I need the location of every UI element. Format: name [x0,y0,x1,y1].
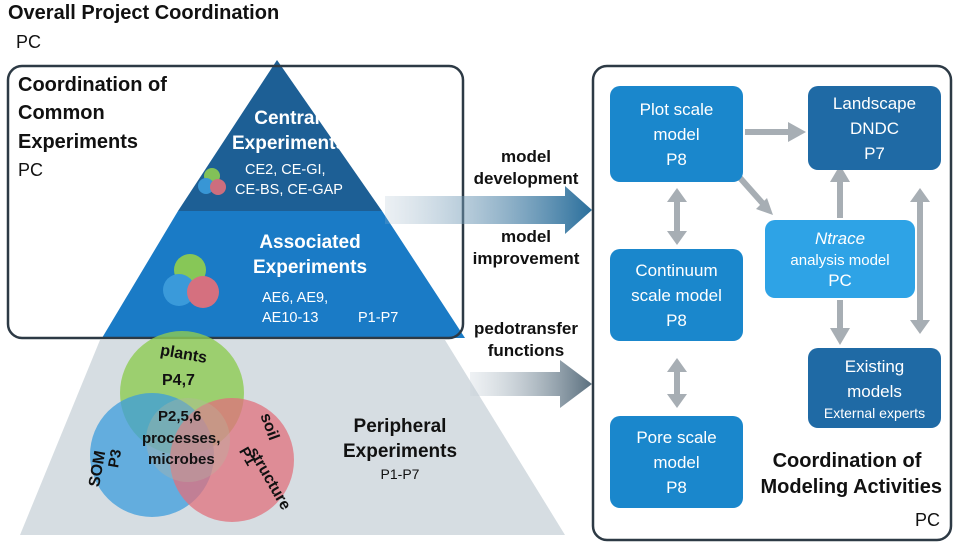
coordination-common-line2: Common [18,102,105,124]
associated-title2: Experiments [252,257,368,278]
venn-som-projects: P3 [105,447,126,470]
coordination-common-line1: Coordination of [18,74,167,96]
page-title-sub: PC [16,32,42,52]
small-venn-icon-associated [163,254,219,308]
associated-list: AE6, AE9, AE10-13 [262,288,328,328]
peripheral-title1: Peripheral [353,416,447,437]
connector-arrows [667,122,930,408]
coordination-modeling-line2: Modeling Activities [760,476,942,498]
continuum-projects: P8 [666,310,687,330]
arrow3-line2: functions [487,341,565,360]
arrow3-line1: pedotransfer [474,319,578,338]
central-line2: CE-BS, CE-GAP [235,182,343,198]
box-landscape-dndc: Landscape DNDC P7 [808,86,941,170]
venn-plants-projects: P4,7 [162,372,195,389]
coordination-modeling-line1: Coordination of [772,450,922,472]
pyramid-central [178,60,382,211]
pore-line2: model [653,452,700,472]
central-line1: CE2, CE-GI, [245,162,326,178]
associated-line2: AE10-13 [262,310,319,326]
venn-processes-label: processes, [142,430,221,447]
arrow-label-improvement: model improvement [462,226,590,270]
pore-projects: P8 [666,477,687,497]
plot-line1: Plot scale [639,99,714,119]
landscape-line2: DNDC [849,118,900,138]
venn-microbes-label: microbes [148,451,215,468]
associated-line1: AE6, AE9, [262,290,329,306]
continuum-line1: Continuum [635,260,718,280]
pore-line1: Pore scale [636,427,717,447]
arrow2-line2: improvement [472,249,580,268]
coordination-modeling-pc: PC [915,510,941,530]
existing-line2: models [847,382,902,401]
arrow1-line2: development [473,169,579,188]
arrow-label-development: model development [462,146,590,190]
pyramid-associated [102,211,465,338]
box-continuum-scale-model: Continuum scale model P8 [610,249,743,341]
plot-projects: P8 [666,149,687,169]
central-list: CE2, CE-GI, CE-BS, CE-GAP [235,160,343,200]
coordination-common-sub: PC [18,160,44,180]
arrow1-line1: model [500,147,552,166]
peripheral-title2: Experiments [342,441,458,462]
ntrace-projects: PC [828,271,852,290]
page-title: Overall Project Coordination [8,2,280,24]
peripheral-proj: P1-P7 [380,466,420,482]
venn-center-projects: P2,5,6 [158,408,202,425]
small-venn-icon-central [198,168,226,195]
box-plot-scale-model: Plot scale model P8 [610,86,743,182]
arrow-pedotransfer [470,360,592,408]
ntrace-line1: Ntrace [814,229,866,248]
central-experiments: Central Experiments [232,106,347,156]
existing-line3: External experts [823,405,926,421]
landscape-projects: P7 [864,143,885,163]
associated-proj-label: P1-P7 [358,310,399,326]
coordination-modeling-label: Coordination of Modeling Activities [752,448,942,500]
venn-soil-circle [170,398,294,522]
central-title1: Central [254,108,320,129]
ntrace-line2: analysis model [790,252,890,269]
plot-line2: model [653,124,700,144]
venn-center-circle [146,398,230,482]
landscape-line1: Landscape [832,93,917,113]
box-existing-models: Existing models External experts [808,348,941,428]
central-title2: Experiments [232,133,347,154]
arrow2-line1: model [500,227,552,246]
box-ntrace-analysis-model: Ntrace analysis model PC [765,220,915,298]
continuum-line2: scale model [631,285,722,305]
arrow-label-pedotransfer: pedotransfer functions [460,318,592,362]
coordination-modeling-frame [591,64,953,542]
arrow-model-development [385,186,592,234]
peripheral-experiments: Peripheral Experiments P1-P7 [326,414,474,484]
associated-experiments: Associated Experiments [240,230,380,280]
associated-projects: P1-P7 [358,308,398,328]
associated-title1: Associated [259,232,361,253]
existing-line1: Existing [844,357,905,376]
coordination-common-line3: Experiments [18,131,139,153]
box-pore-scale-model: Pore scale model P8 [610,416,743,508]
